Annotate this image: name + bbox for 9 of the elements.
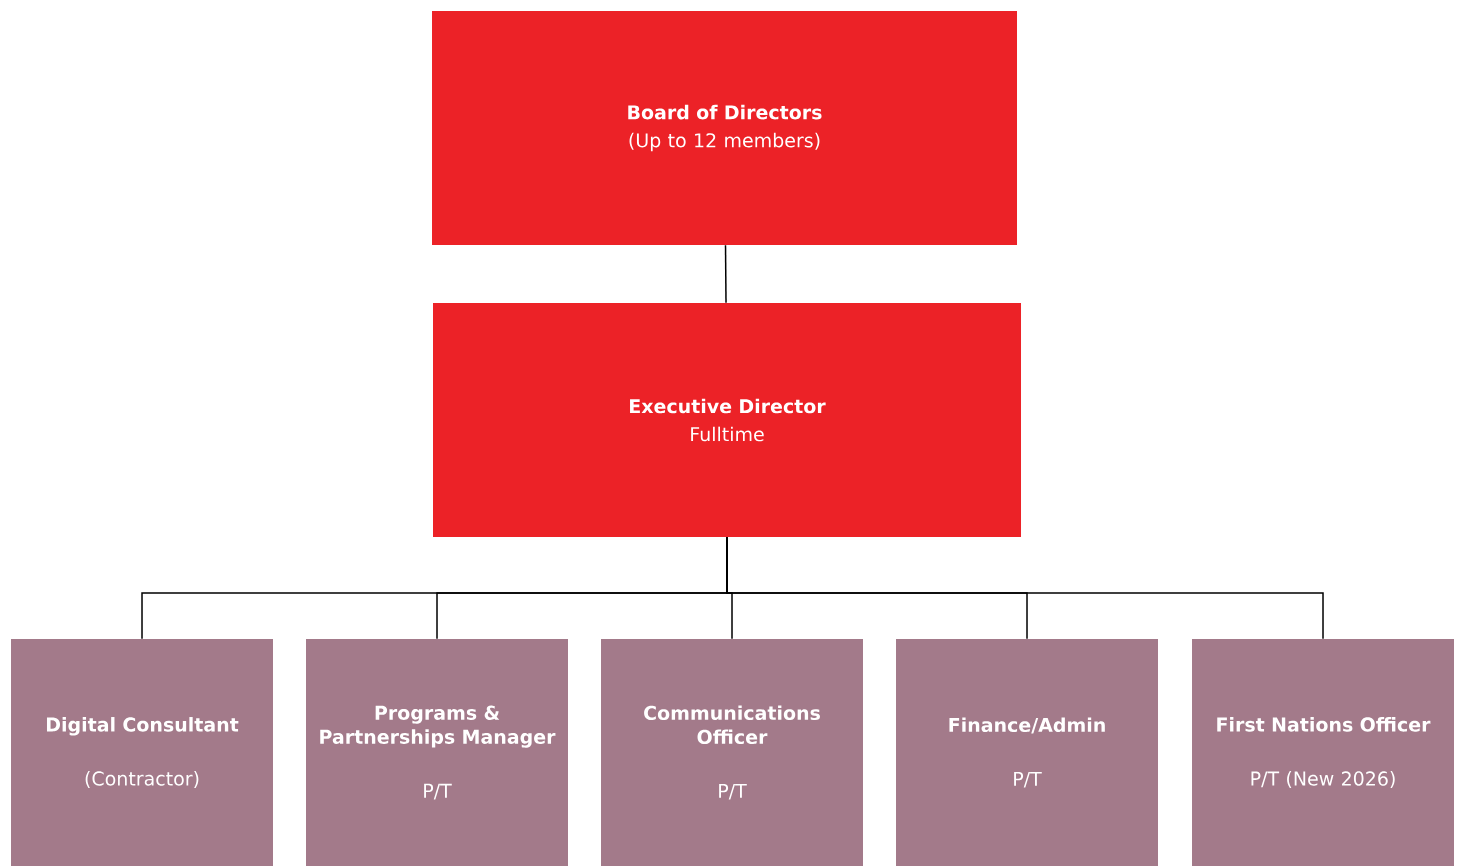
connector-line <box>724 244 727 304</box>
connector-line <box>726 536 1324 640</box>
role-box: Executive Director Fulltime <box>433 303 1021 537</box>
role-box: Communications Officer P/T <box>601 639 863 866</box>
role-box: Digital Consultant (Contractor) <box>11 639 273 866</box>
role-box: Finance/Admin P/T <box>896 639 1158 866</box>
role-box: Programs & Partnerships Manager P/T <box>306 639 568 866</box>
role-box: Board of Directors (Up to 12 members) <box>432 11 1017 245</box>
role-box: First Nations Officer P/T (New 2026) <box>1192 639 1454 866</box>
